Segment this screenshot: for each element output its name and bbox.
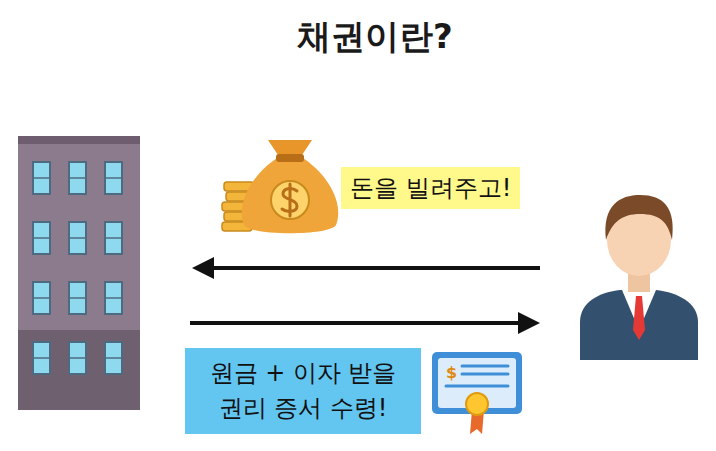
certificate-icon: $ xyxy=(432,352,522,434)
flow-arrows xyxy=(190,257,540,334)
lend-label: 돈을 빌려주고! xyxy=(341,167,520,209)
diagram-title: 채권이란? xyxy=(297,14,453,60)
label-text: 돈을 빌려주고! xyxy=(350,172,511,204)
person-icon xyxy=(580,195,698,360)
money-bag-icon xyxy=(222,140,338,233)
svg-text:$: $ xyxy=(446,363,457,382)
building-icon xyxy=(18,136,140,410)
receive-label: 원금 + 이자 받을 권리 증서 수령! xyxy=(185,348,421,434)
label-text: 원금 + 이자 받을 권리 증서 수령! xyxy=(195,356,411,426)
